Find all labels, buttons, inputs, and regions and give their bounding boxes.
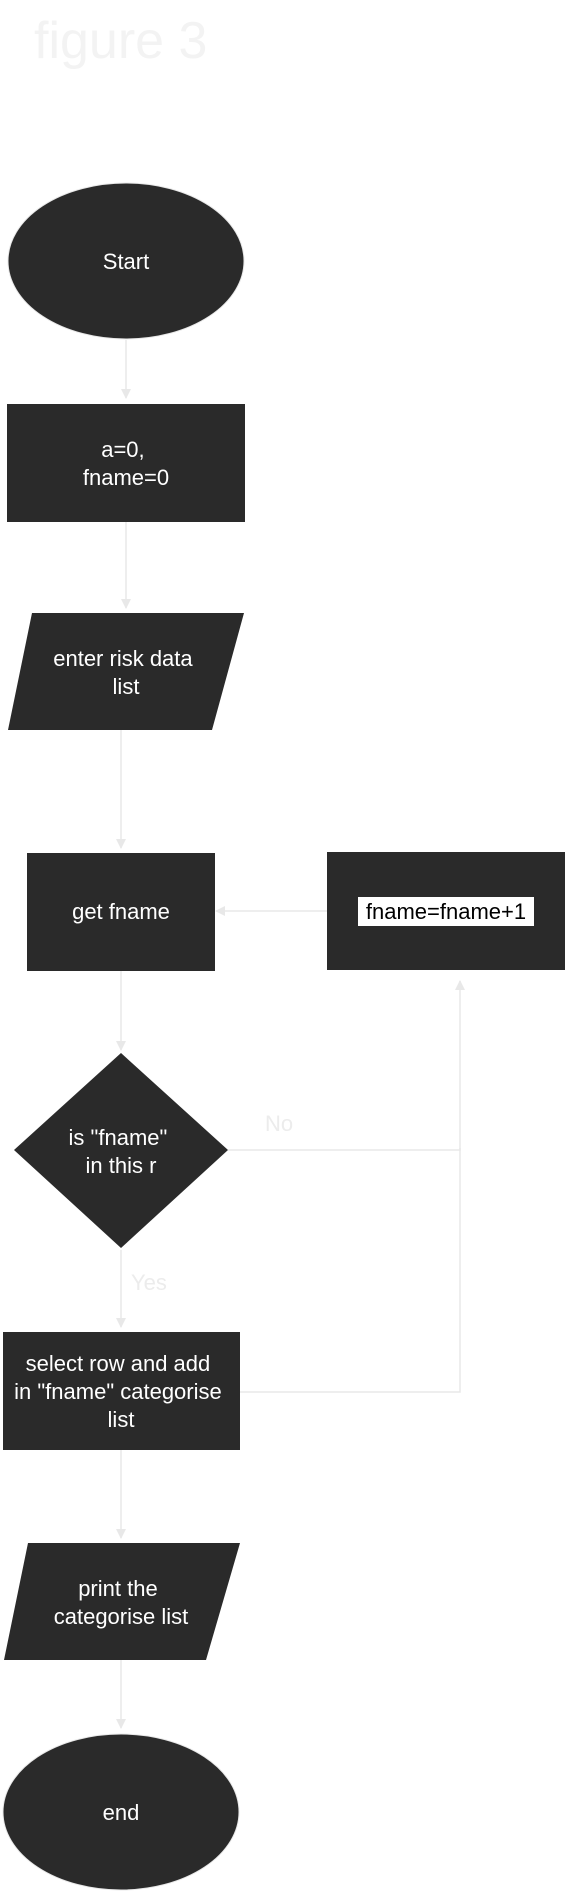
print-list-label-line-1: print the xyxy=(78,1576,158,1601)
init-rect xyxy=(7,404,245,522)
node-increment: fname=fname+1 xyxy=(327,852,565,970)
select-row-label-line-3: list xyxy=(108,1407,135,1432)
node-decision: is "fname" in this r xyxy=(14,1053,228,1248)
node-get-fname: get fname xyxy=(27,853,215,971)
end-ellipse xyxy=(2,1733,240,1891)
decision-label-line-1: is "fname" xyxy=(69,1125,168,1150)
init-label: a=0, fname=0 xyxy=(83,437,169,490)
enter-data-label-line-1: enter risk data xyxy=(53,646,193,671)
increment-label-highlight xyxy=(358,897,534,926)
select-row-label-line-1: select row and add xyxy=(26,1351,211,1376)
init-label-line-1: a=0, xyxy=(101,437,144,462)
edge-decision-to-increment-no xyxy=(228,1148,461,1151)
increment-label-line: fname=fname+1 xyxy=(366,899,526,924)
end-label-line: end xyxy=(103,1800,140,1825)
get-fname-rect xyxy=(27,853,215,971)
node-end: end xyxy=(2,1733,240,1891)
edge-label-yes: Yes xyxy=(131,1270,167,1295)
enter-data-parallelogram xyxy=(8,613,244,730)
increment-label: fname=fname+1 xyxy=(366,899,526,924)
select-row-rect xyxy=(3,1332,240,1450)
print-list-label-line-2: categorise list xyxy=(54,1604,189,1629)
node-enter-data: enter risk data list xyxy=(8,613,244,730)
select-row-label-line-2: in "fname" categorise xyxy=(14,1379,222,1404)
print-list-label: print the categorise list xyxy=(54,1576,189,1629)
get-fname-label: get fname xyxy=(72,899,170,924)
node-init: a=0, fname=0 xyxy=(7,404,245,522)
node-select-row: select row and add in "fname" categorise… xyxy=(3,1332,240,1450)
node-start: Start xyxy=(7,182,245,340)
decision-label: is "fname" in this r xyxy=(69,1125,174,1178)
get-fname-label-line: get fname xyxy=(72,899,170,924)
enter-data-label: enter risk data list xyxy=(53,646,199,699)
edge-select-row-to-increment xyxy=(240,980,465,1393)
start-ellipse xyxy=(7,182,245,340)
figure-title: figure 3 xyxy=(34,12,207,70)
print-list-parallelogram xyxy=(4,1543,240,1660)
edges-layer xyxy=(116,340,465,1729)
decision-label-line-2: in this r xyxy=(86,1153,157,1178)
node-print-list: print the categorise list xyxy=(4,1543,240,1660)
select-row-label: select row and add in "fname" categorise… xyxy=(14,1351,228,1432)
start-label: Start xyxy=(103,249,149,274)
end-label: end xyxy=(103,1800,140,1825)
edge-label-no: No xyxy=(265,1111,293,1136)
init-label-line-2: fname=0 xyxy=(83,465,169,490)
decision-diamond xyxy=(14,1053,228,1248)
start-label-line: Start xyxy=(103,249,149,274)
enter-data-label-line-2: list xyxy=(113,674,140,699)
